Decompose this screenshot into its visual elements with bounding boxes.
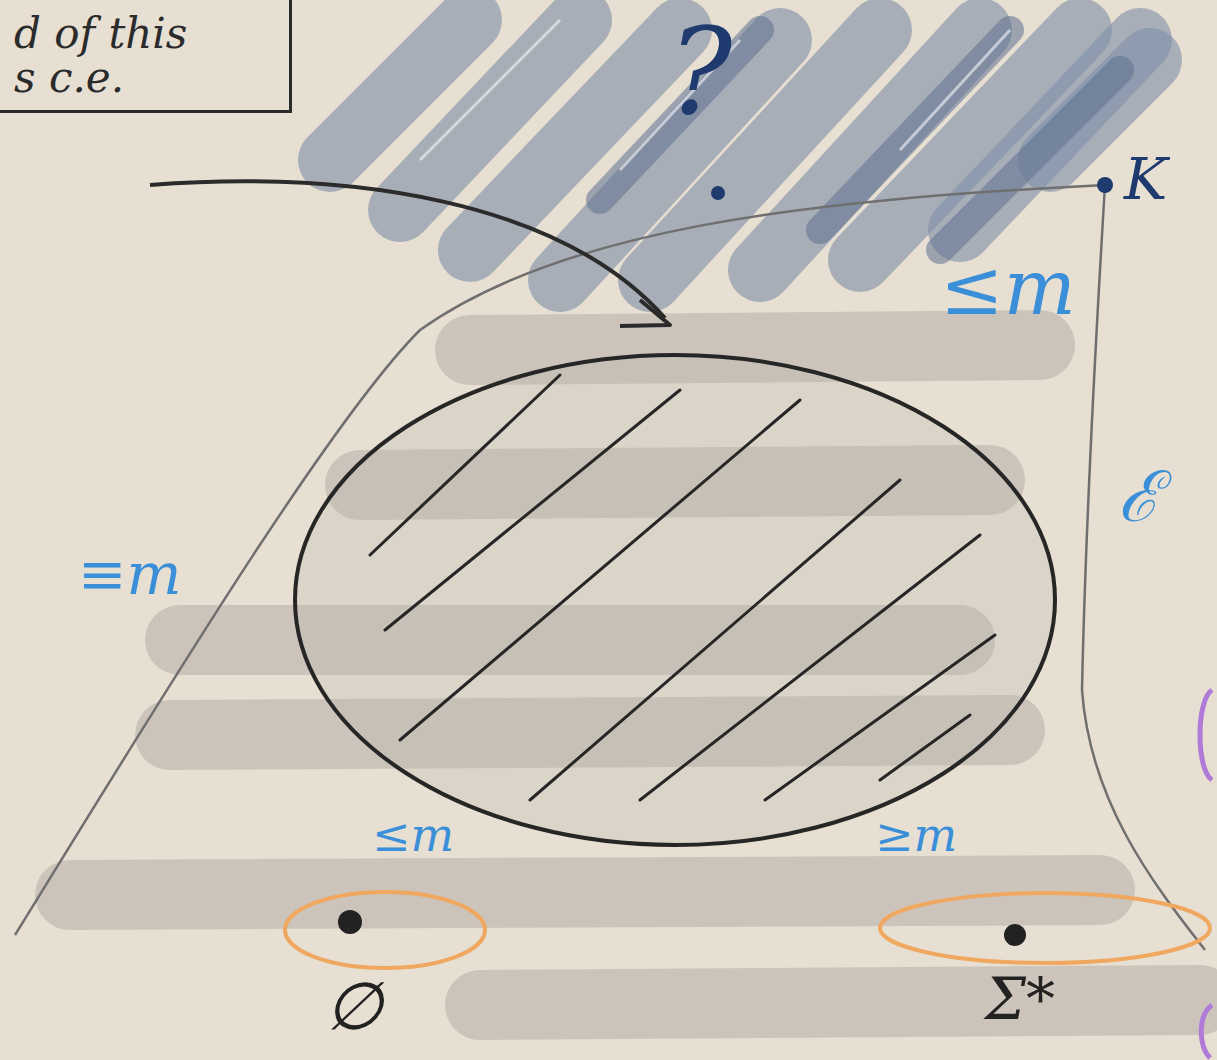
set-name: Σ* <box>985 970 1055 1028</box>
question-mark: ? <box>668 12 732 132</box>
set-name: ℰ <box>1118 462 1160 532</box>
reduction-symbol: ≤m <box>940 250 1076 326</box>
reduction-symbol: ≡m <box>78 545 182 603</box>
set-name: K <box>1124 150 1167 208</box>
set-name: ∅ <box>325 974 382 1040</box>
note-text: d of this s c.e. <box>0 0 204 100</box>
reduction-symbol: ≤m <box>372 812 454 858</box>
reduction-symbol: ≥m <box>875 812 957 858</box>
note-box: d of this s c.e. <box>0 0 292 113</box>
